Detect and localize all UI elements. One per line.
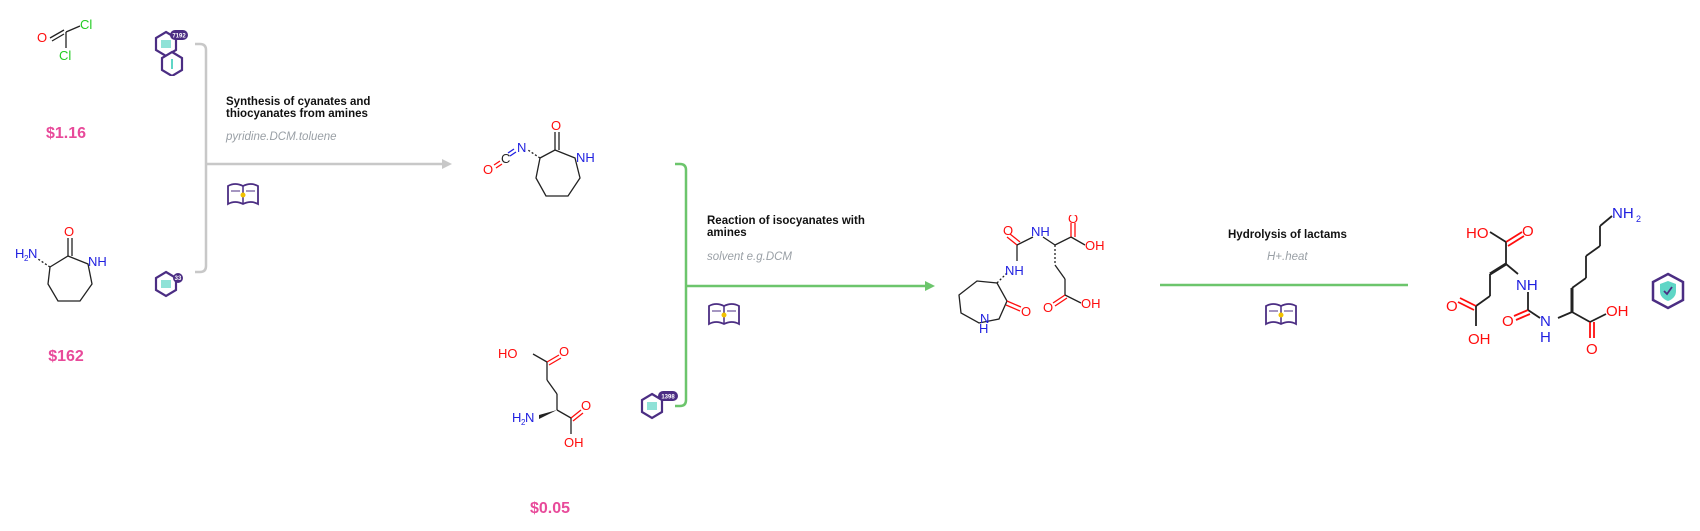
price-phosgene: $1.16 [45, 125, 87, 142]
atom-O: O [1003, 223, 1013, 238]
badge-count: 1398 [661, 395, 675, 401]
atom-O: O [37, 30, 47, 45]
atom-H: H [15, 246, 24, 261]
atom-H: H [1540, 329, 1551, 346]
atom-O: O [1522, 223, 1534, 240]
urea-intermediate-structure: NH O NH O OH O H N O OH [958, 215, 1105, 336]
atom-N: N [28, 246, 37, 261]
reaction-1-arrow [195, 42, 452, 274]
phosgene-structure: O Cl Cl [37, 17, 92, 63]
atom-OH: OH [564, 435, 584, 450]
reaction-2-title: Reaction of isocyanates with amines [707, 215, 865, 239]
building-block-icon[interactable]: 1398 [636, 388, 680, 422]
reference-book-icon[interactable] [1264, 302, 1298, 328]
atom-H: H [979, 321, 988, 336]
reaction-3-title: Hydrolysis of lactams [1228, 229, 1347, 241]
atom-O: O [1446, 298, 1458, 315]
atom-HO: HO [1466, 225, 1489, 242]
reaction-1-conditions: pyridine.DCM.toluene [226, 131, 337, 143]
atom-N: N [980, 311, 989, 326]
atom-NH: NH [576, 150, 595, 165]
price-glutamic-acid: $0.05 [529, 500, 571, 517]
reference-book-icon[interactable] [226, 182, 260, 208]
atom-O: O [1068, 215, 1078, 226]
reference-book-icon[interactable] [707, 302, 741, 328]
atom-O: O [1502, 313, 1514, 330]
atom-NH: NH [1031, 224, 1050, 239]
atom-NH: NH [1612, 205, 1634, 222]
atom-O: O [1586, 341, 1598, 358]
atom-sub-2: 2 [24, 254, 29, 263]
atom-N: N [525, 410, 534, 425]
reaction-2-conditions: solvent e.g.DCM [707, 251, 793, 263]
atom-Cl: Cl [80, 17, 92, 32]
aminocaprolactam-structure: O NH H 2 N [15, 224, 107, 302]
atom-O: O [559, 344, 569, 359]
reaction-3-conditions: H+.heat [1267, 251, 1308, 263]
atom-N: N [1540, 313, 1551, 330]
atom-OH: OH [1081, 296, 1101, 311]
atom-O: O [1021, 304, 1031, 319]
atom-O: O [581, 398, 591, 413]
atom-N: N [517, 140, 526, 155]
atom-OH: OH [1085, 238, 1105, 253]
atom-NH: NH [88, 254, 107, 269]
reaction-1-title: Synthesis of cyanates and thiocyanates f… [226, 96, 371, 120]
atom-Cl: Cl [59, 48, 71, 63]
atom-C: C [501, 151, 510, 166]
badge-count: 7192 [172, 34, 186, 40]
verified-shield-icon[interactable] [1650, 272, 1686, 310]
badge-count: 33 [175, 276, 182, 282]
price-aminocaprolactam: $162 [48, 348, 84, 365]
atom-NH: NH [1005, 263, 1024, 278]
atom-O: O [64, 224, 74, 239]
atom-NH: NH [1516, 277, 1538, 294]
atom-HO: HO [498, 346, 518, 361]
atom-sub-2: 2 [521, 418, 526, 427]
building-block-icon[interactable]: 33 [150, 268, 186, 300]
atom-H: H [512, 410, 521, 425]
atom-O: O [1043, 300, 1053, 315]
glutamic-acid-structure: HO O O OH H 2 N [498, 344, 591, 450]
isocyanate-intermediate-structure: O NH N C O [483, 118, 595, 197]
atom-O: O [483, 162, 493, 177]
target-product-structure: NH 2 HO O NH O OH O N H O OH [1446, 205, 1641, 358]
reaction-3-arrow [1160, 283, 1408, 287]
building-block-icon[interactable]: 7192 [150, 28, 190, 76]
atom-sub-2: 2 [1636, 214, 1641, 224]
atom-OH: OH [1606, 303, 1629, 320]
atom-OH: OH [1468, 331, 1491, 348]
reaction-2-arrow [675, 162, 935, 408]
atom-O: O [551, 118, 561, 133]
